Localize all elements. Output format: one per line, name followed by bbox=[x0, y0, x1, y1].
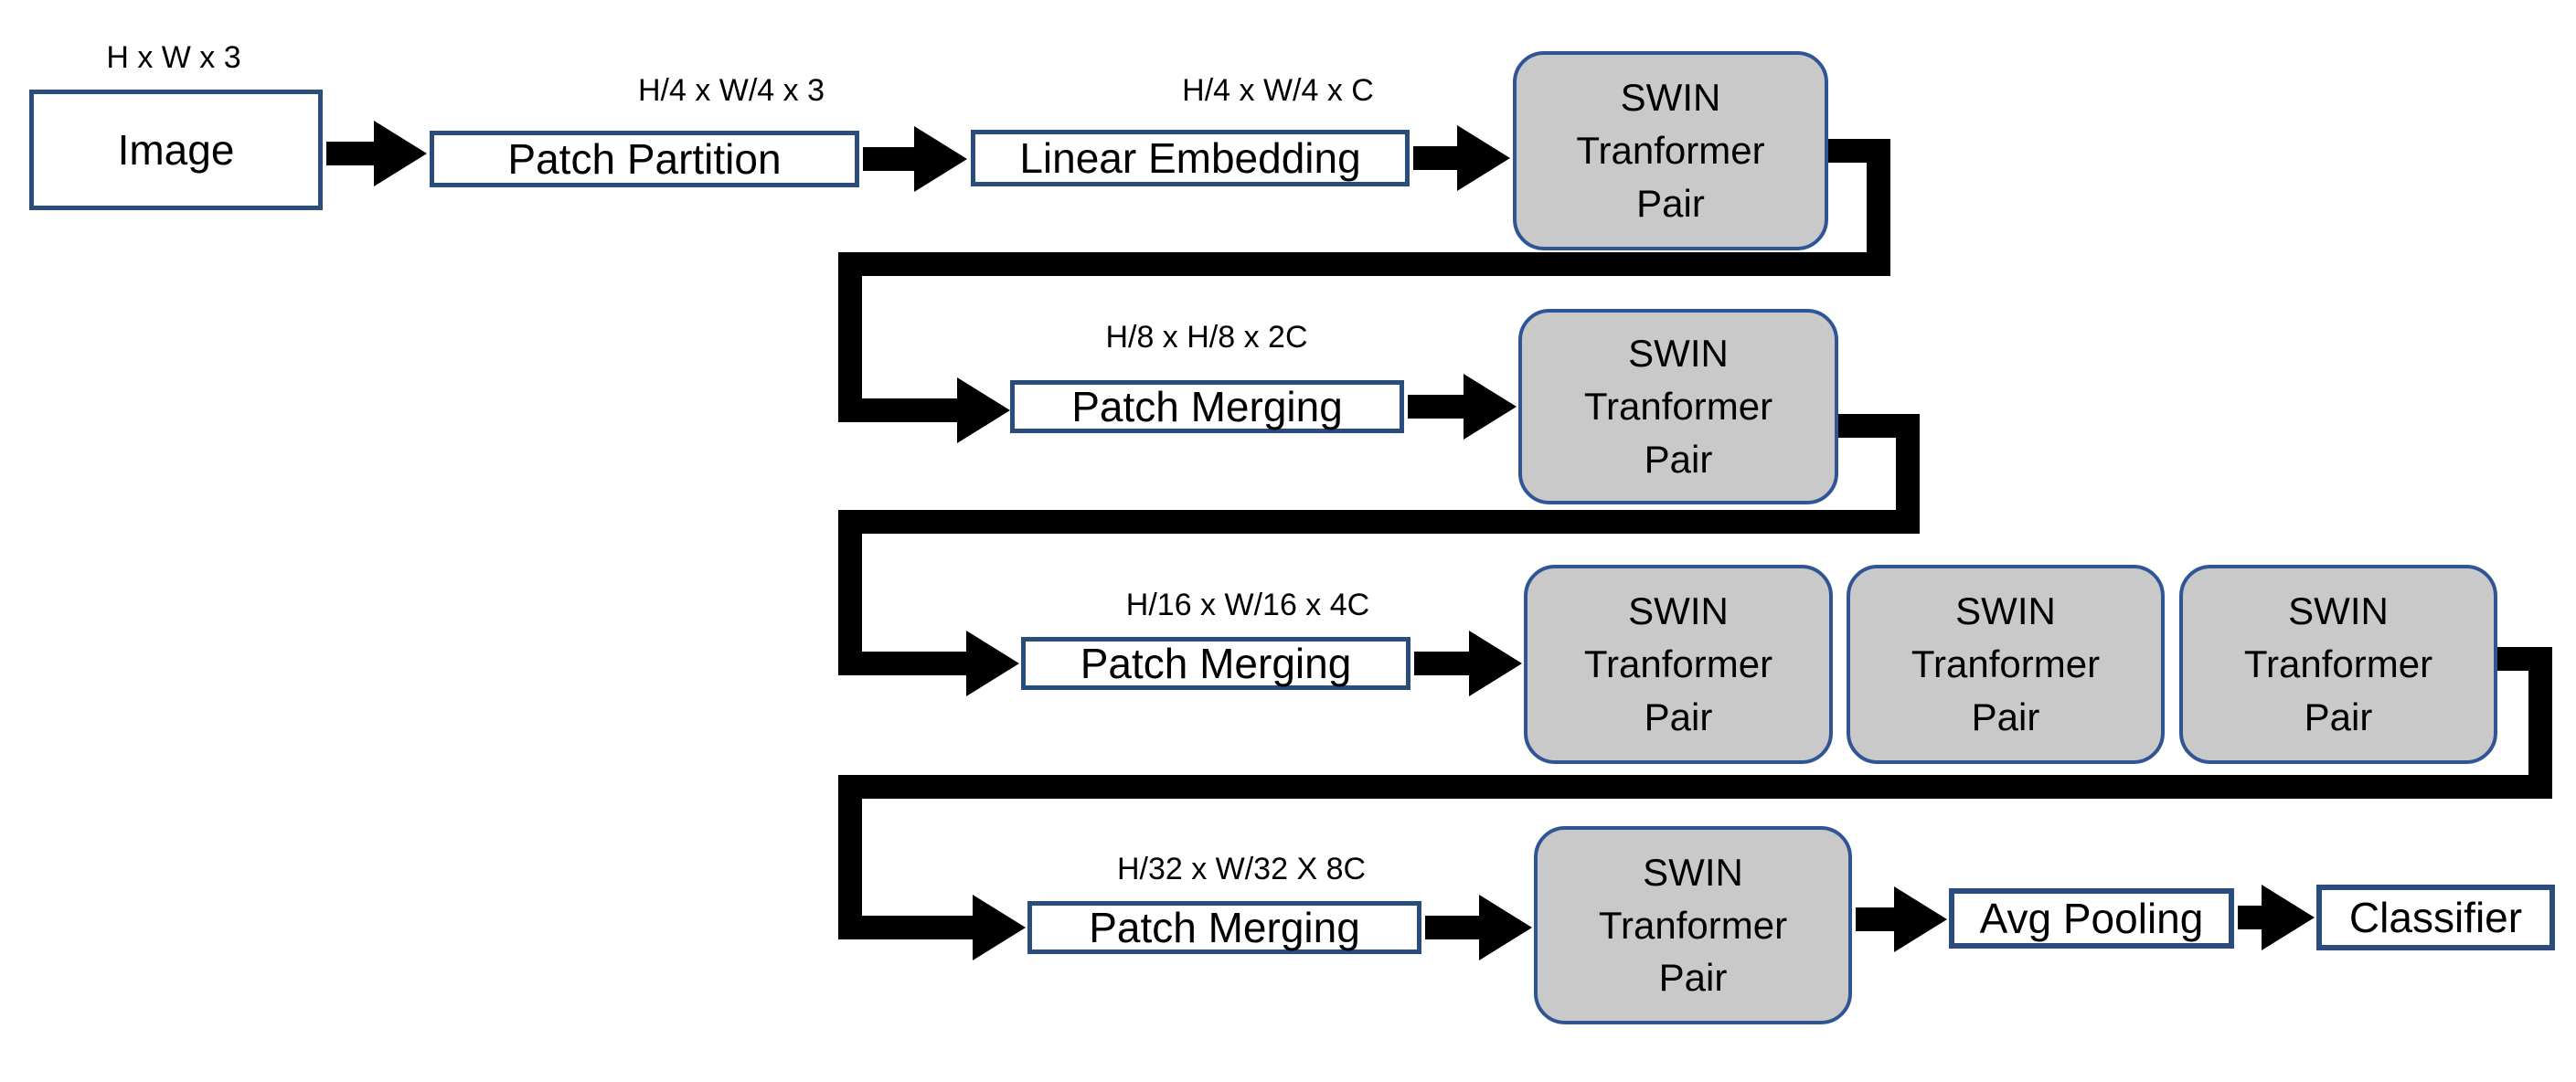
connector-stage3-horizontal bbox=[838, 775, 2552, 799]
arrow-shaft bbox=[1413, 146, 1457, 170]
swin-transformer-pair-node-stage3b: SWIN Tranformer Pair bbox=[1847, 565, 2165, 764]
arrow-head-icon bbox=[374, 121, 427, 186]
patch-merging-4-node: Patch Merging bbox=[1027, 901, 1421, 954]
image-node: Image bbox=[29, 90, 323, 210]
swin-transformer-pair-node-stage2: SWIN Tranformer Pair bbox=[1518, 309, 1838, 504]
arrow-head-icon bbox=[2262, 885, 2315, 950]
arrow-patch-merging-3-to-swin3 bbox=[1414, 631, 1522, 696]
arrow-head-icon bbox=[966, 631, 1019, 696]
connector-stage1-down-left bbox=[838, 252, 862, 422]
arrow-head-icon bbox=[1457, 125, 1510, 191]
arrow-shaft bbox=[1425, 916, 1479, 939]
arrow-patch-partition-to-linear-embedding bbox=[863, 126, 967, 192]
linear-embedding-node: Linear Embedding bbox=[971, 130, 1410, 186]
arrow-into-patch-merging-3 bbox=[838, 631, 1019, 696]
arrow-head-icon bbox=[1469, 631, 1522, 696]
avg-pooling-node: Avg Pooling bbox=[1949, 888, 2234, 949]
connector-stage3-down-right bbox=[2528, 647, 2552, 799]
arrow-shaft bbox=[1414, 652, 1469, 675]
arrow-shaft bbox=[838, 652, 966, 675]
arrow-into-patch-merging-4 bbox=[838, 895, 1026, 960]
patch-merging-3-node: Patch Merging bbox=[1021, 637, 1410, 690]
arrow-head-icon bbox=[1464, 374, 1517, 440]
arrow-shaft bbox=[838, 398, 957, 422]
arrow-linear-embedding-to-swin1 bbox=[1413, 125, 1510, 191]
connector-stage3-down-left bbox=[838, 775, 862, 939]
arrow-shaft bbox=[1856, 907, 1894, 931]
patch-merging-2-dims-label: H/8 x H/8 x 2C bbox=[1105, 320, 1308, 355]
swin-transformer-pair-node-stage4: SWIN Tranformer Pair bbox=[1534, 826, 1852, 1024]
linear-embedding-dims-label: H/4 x W/4 x C bbox=[1182, 73, 1374, 108]
swin-transformer-pair-node-stage1: SWIN Tranformer Pair bbox=[1513, 51, 1828, 250]
arrow-head-icon bbox=[957, 377, 1010, 443]
arrow-patch-merging-4-to-swin4 bbox=[1425, 895, 1532, 960]
arrow-shaft bbox=[326, 142, 374, 165]
patch-merging-2-node: Patch Merging bbox=[1010, 380, 1404, 433]
arrow-avg-pooling-to-classifier bbox=[2238, 885, 2315, 950]
image-dims-label: H x W x 3 bbox=[106, 40, 241, 75]
arrow-head-icon bbox=[914, 126, 967, 192]
patch-merging-4-dims-label: H/32 x W/32 X 8C bbox=[1116, 852, 1367, 886]
arrow-shaft bbox=[1408, 395, 1464, 419]
arrow-head-icon bbox=[1479, 895, 1532, 960]
arrow-image-to-patch-partition bbox=[326, 121, 427, 186]
arrow-shaft bbox=[838, 916, 973, 939]
connector-stage2-horizontal bbox=[838, 510, 1920, 534]
arrow-head-icon bbox=[1894, 886, 1947, 952]
patch-merging-3-dims-label: H/16 x W/16 x 4C bbox=[1125, 588, 1370, 622]
arrow-shaft bbox=[863, 147, 914, 171]
patch-partition-dims-label: H/4 x W/4 x 3 bbox=[637, 73, 825, 108]
arrow-swin4-to-avg-pooling bbox=[1856, 886, 1947, 952]
connector-stage2-down-left bbox=[838, 510, 862, 675]
patch-partition-node: Patch Partition bbox=[430, 131, 859, 187]
classifier-node: Classifier bbox=[2316, 885, 2555, 950]
arrow-shaft bbox=[2238, 906, 2262, 929]
swin-transformer-pair-node-stage3a: SWIN Tranformer Pair bbox=[1524, 565, 1833, 764]
arrow-patch-merging-2-to-swin2 bbox=[1408, 374, 1517, 440]
arrow-into-patch-merging-2 bbox=[838, 377, 1010, 443]
arrow-head-icon bbox=[973, 895, 1026, 960]
swin-transformer-pair-node-stage3c: SWIN Tranformer Pair bbox=[2179, 565, 2497, 764]
connector-stage1-horizontal bbox=[838, 252, 1890, 276]
